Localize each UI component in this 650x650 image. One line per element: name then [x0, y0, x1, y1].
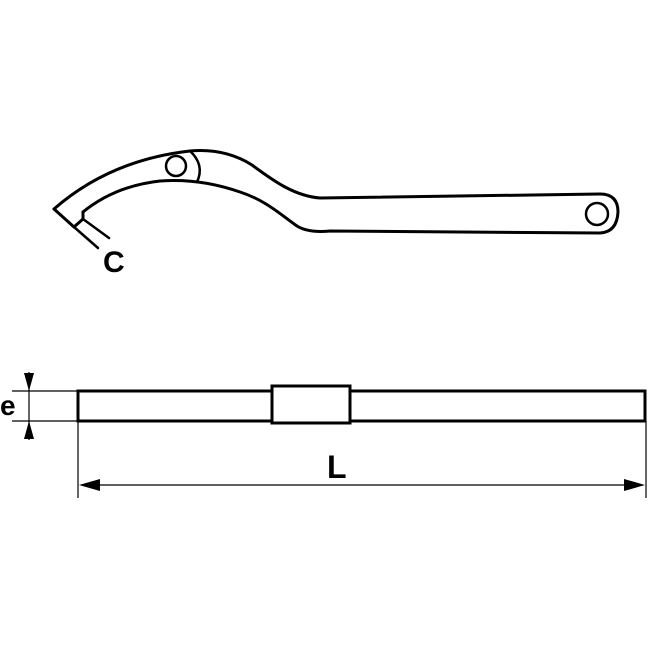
dimension-e — [12, 372, 78, 440]
dimension-l-arrow-left — [79, 479, 100, 491]
side-collar — [270, 384, 352, 425]
dimension-c — [72, 217, 111, 250]
hook-tip — [52, 207, 85, 229]
dimension-e-label: e — [0, 390, 16, 421]
wrench-side-view — [76, 384, 647, 425]
dimension-l-label: L — [327, 449, 347, 485]
dimension-c-label: C — [103, 246, 125, 279]
dimension-l — [77, 421, 647, 498]
wrench-outline-upper — [52, 149, 620, 235]
dimension-l-arrow-right — [624, 479, 645, 491]
dimension-e-arrow-down — [24, 373, 34, 391]
pivot-pin-icon — [164, 154, 188, 178]
side-bar — [76, 389, 647, 423]
wrench-top-view — [52, 149, 620, 235]
handle-hole-icon — [584, 201, 610, 227]
dimension-e-arrow-up — [24, 421, 34, 439]
pivot-joint-arc — [188, 149, 202, 184]
